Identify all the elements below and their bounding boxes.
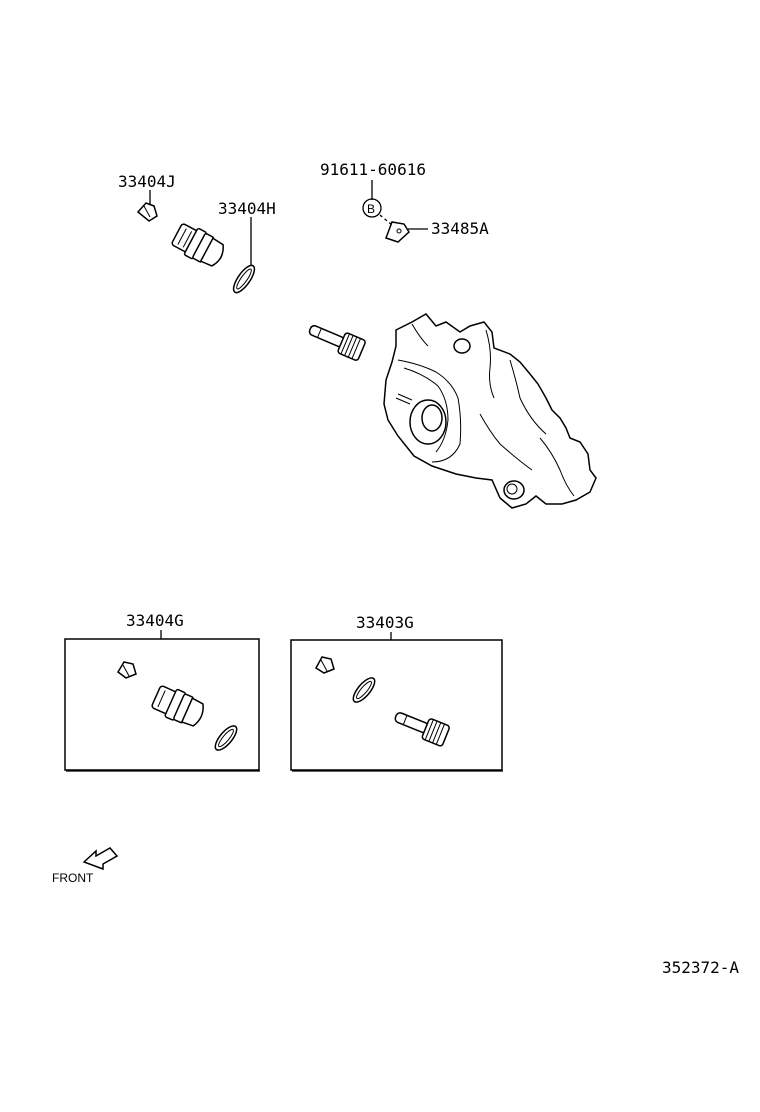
speedometer-driven-gear — [308, 324, 366, 361]
transmission-case — [383, 313, 597, 509]
kit-33404G-sleeve — [151, 685, 204, 727]
marker-b-label: B — [367, 202, 375, 216]
kit-33404G-o-ring — [214, 725, 238, 751]
figure-id: 352372-A — [662, 958, 739, 977]
label-33404H: 33404H — [218, 199, 276, 218]
kit-33403G-o-ring — [352, 677, 376, 703]
lock-plate-33485A — [385, 221, 410, 243]
o-ring-33404H — [232, 264, 256, 294]
kit-33403G-retainer — [315, 656, 335, 674]
marker-b-circle — [362, 198, 382, 218]
front-arrow-icon — [82, 847, 119, 871]
label-33403G: 33403G — [356, 613, 414, 632]
driven-gear-sleeve — [171, 223, 224, 267]
label-91611-60616: 91611-60616 — [320, 160, 426, 179]
front-label: FRONT — [52, 871, 94, 885]
leader-b-dashed — [379, 214, 393, 226]
kit-box-33403G — [290, 639, 503, 771]
kit-box-33404G — [64, 638, 260, 771]
label-33404G: 33404G — [126, 611, 184, 630]
retainer-clip-33404J — [136, 202, 158, 222]
kit-33403G-driven-gear — [394, 712, 450, 747]
label-33485A: 33485A — [431, 219, 489, 238]
label-33404J: 33404J — [118, 172, 176, 191]
kit-33404G-retainer — [117, 661, 137, 679]
